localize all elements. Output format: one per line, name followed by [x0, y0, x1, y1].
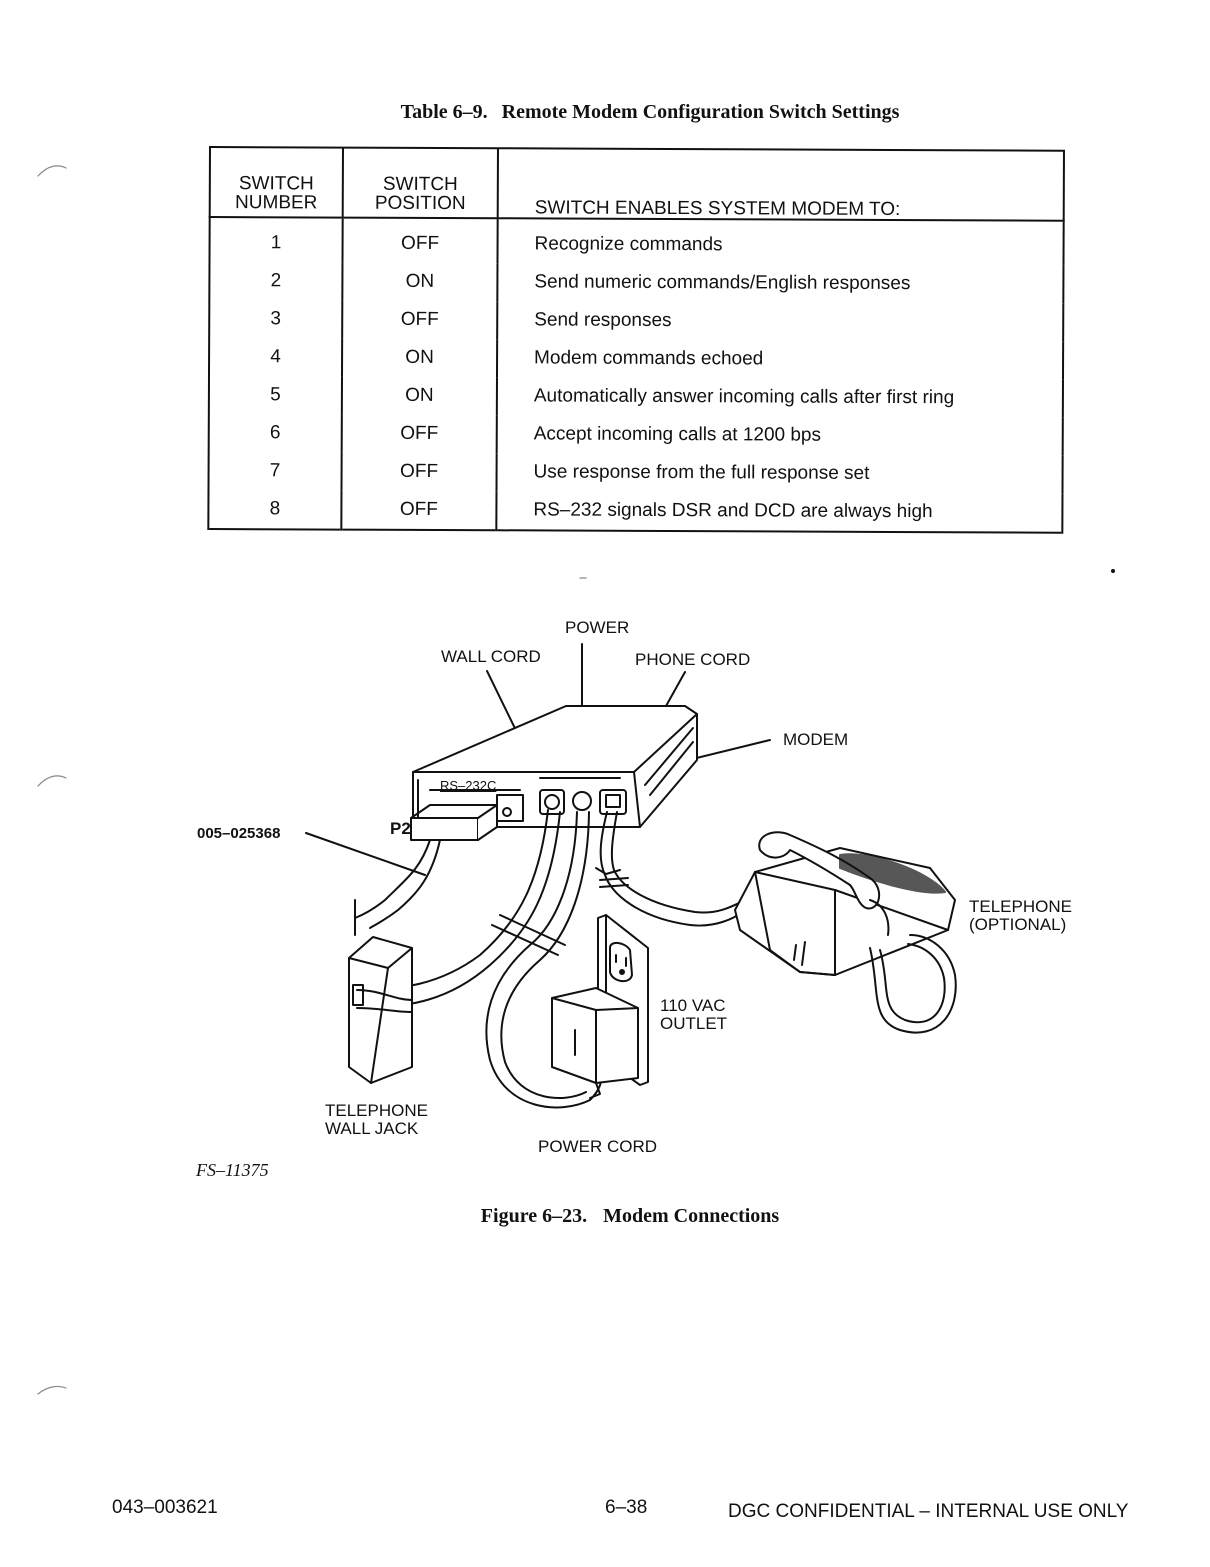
label-line: OUTLET	[660, 1014, 728, 1033]
figure-code: FS–11375	[196, 1160, 269, 1180]
label-line: WALL JACK	[325, 1119, 419, 1138]
cables	[354, 809, 746, 1109]
label-line: 110 VAC	[660, 996, 726, 1015]
figure-caption: Figure 6–23. Modem Connections	[380, 1205, 880, 1228]
label-wall-jack: TELEPHONE WALL JACK	[325, 1102, 428, 1138]
label-power-cord: POWER CORD	[538, 1137, 657, 1156]
label-outlet: 110 VAC OUTLET	[660, 997, 727, 1033]
footer-page-number: 6–38	[605, 1497, 648, 1518]
label-line: TELEPHONE	[969, 897, 1072, 916]
scan-marks	[37, 165, 1115, 1395]
table-number: Table 6–9.	[400, 101, 488, 123]
label-wall-cord: WALL CORD	[441, 647, 541, 666]
label-power: POWER	[565, 618, 630, 637]
modem-illustration	[410, 705, 698, 841]
wall-jack-illustration	[348, 936, 413, 1084]
table-title: Table 6–9. Remote Modem Configuration Swi…	[300, 101, 1000, 124]
table-title-text: Remote Modem Configuration Switch Settin…	[501, 101, 900, 123]
label-line: (OPTIONAL)	[969, 915, 1067, 934]
telephone-illustration	[734, 831, 957, 1034]
outlet-illustration	[551, 914, 649, 1099]
figure-caption-text: Modem Connections	[603, 1205, 780, 1227]
label-modem: MODEM	[783, 730, 849, 749]
figure-number: Figure 6–23.	[480, 1205, 588, 1227]
label-cable-part-number: 005–025368	[197, 825, 281, 842]
label-phone-cord: PHONE CORD	[635, 650, 751, 669]
label-p2: P2	[390, 819, 411, 838]
footer-doc-number: 043–003621	[112, 1497, 218, 1518]
label-rs232c: RS–232C	[440, 778, 497, 793]
footer-confidential: DGC CONFIDENTIAL – INTERNAL USE ONLY	[728, 1501, 1129, 1522]
label-telephone-optional: TELEPHONE (OPTIONAL)	[969, 898, 1072, 934]
label-line: TELEPHONE	[325, 1101, 428, 1120]
